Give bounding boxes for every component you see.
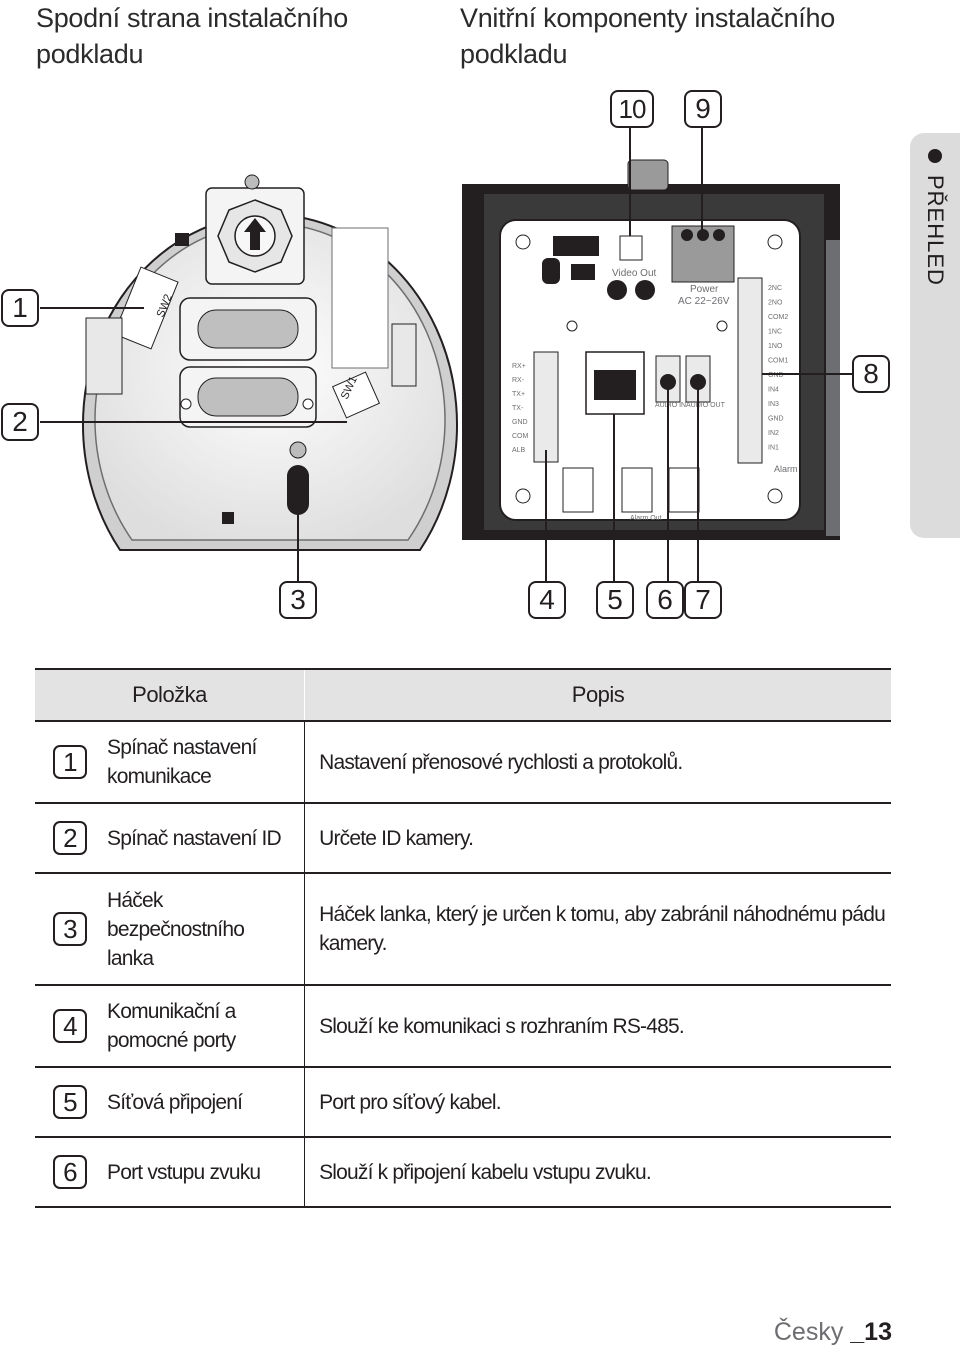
terminal-label: GND <box>512 419 528 426</box>
item-description: Slouží ke komunikaci s rozhraním RS-485. <box>304 985 891 1068</box>
callout-5: 5 <box>596 581 634 619</box>
page-number: _13 <box>850 1318 892 1346</box>
mounting-base-internal <box>462 159 840 540</box>
item-description: Háček lanka, který je určen k tomu, aby … <box>304 873 891 986</box>
table-row: 4 Komunikační a pomocné porty Slouží ke k… <box>35 985 891 1068</box>
callout-6: 6 <box>646 581 684 619</box>
terminal-label: 2NC <box>768 285 782 292</box>
heading-bottom-side: Spodní strana instalačního podkladu <box>36 3 348 69</box>
terminal-label: COM1 <box>768 358 788 365</box>
callout-10: 10 <box>610 90 654 128</box>
item-label: Háček bezpečnostního lanka <box>107 888 245 970</box>
terminal-label: 1NO <box>768 343 783 350</box>
audio-in-label: AUDIO IN <box>655 402 686 409</box>
table-row: 1 Spínač nastavení komunikace Nastavení p… <box>35 721 891 804</box>
footer-language: Česky <box>773 1318 844 1346</box>
callout-8: 8 <box>852 355 890 393</box>
terminal-label: RX- <box>512 377 525 384</box>
callout-9: 9 <box>684 90 722 128</box>
item-label: Spínač nastavení ID <box>107 826 282 850</box>
terminal-label: IN2 <box>768 430 779 437</box>
callout-2: 2 <box>1 403 39 441</box>
bullet-icon <box>928 149 942 163</box>
terminal-label: IN4 <box>768 387 779 394</box>
item-description: Port pro síťový kabel. <box>304 1067 891 1138</box>
callout-leader-lines <box>40 128 852 582</box>
audio-out-label: AUDIO OUT <box>686 402 726 409</box>
table-row: 3 Háček bezpečnostního lanka Háček lanka,… <box>35 873 891 986</box>
page-footer: Česky _13 <box>774 1318 892 1347</box>
callout-7: 7 <box>684 581 722 619</box>
callout-1: 1 <box>1 289 39 327</box>
alarm-label: Alarm <box>774 464 798 474</box>
item-label: Síťová připojení <box>107 1090 243 1114</box>
section-tab: PŘEHLED <box>910 133 960 538</box>
item-label: Port vstupu zvuku <box>107 1160 261 1184</box>
item-number: 1 <box>53 745 87 779</box>
item-description: Nastavení přenosové rychlosti a protokol… <box>304 721 891 804</box>
components-table: Položka Popis 1 Spínač nastavení komunika… <box>35 668 891 1208</box>
alarm-out-label: Alarm Out <box>630 515 662 522</box>
mounting-base-bottom <box>82 174 458 551</box>
terminal-label: 1NC <box>768 329 782 336</box>
terminal-labels-left: RX+ RX- TX+ TX- GND COM ALB <box>512 363 529 454</box>
table-row: 6 Port vstupu zvuku Slouží k připojení ka… <box>35 1137 891 1208</box>
terminal-label: IN1 <box>768 445 779 452</box>
terminal-label: IN3 <box>768 401 779 408</box>
callout-3: 3 <box>279 581 317 619</box>
terminal-label: TX+ <box>512 391 525 398</box>
callout-4: 4 <box>528 581 566 619</box>
item-number: 4 <box>53 1009 87 1043</box>
terminal-label: COM <box>512 433 529 440</box>
item-label: Spínač nastavení komunikace <box>107 736 257 788</box>
product-illustration: SW2 SW1 Video Out Power <box>40 128 852 582</box>
terminal-label: GND <box>768 416 784 423</box>
terminal-label: GND <box>768 372 784 379</box>
power-label: Power <box>690 284 719 295</box>
item-number: 2 <box>53 821 87 855</box>
terminal-label: 2NO <box>768 300 783 307</box>
header-description: Popis <box>304 668 891 722</box>
terminal-label: COM2 <box>768 314 788 321</box>
terminal-label: RX+ <box>512 363 526 370</box>
terminal-label: TX- <box>512 405 524 412</box>
item-description: Určete ID kamery. <box>304 803 891 874</box>
heading-internal-components: Vnitřní komponenty instalačního podkladu <box>460 3 835 69</box>
header-item: Položka <box>35 668 306 722</box>
table-row: 2 Spínač nastavení ID Určete ID kamery. <box>35 803 891 874</box>
item-number: 6 <box>53 1155 87 1189</box>
terminal-label: ALB <box>512 447 526 454</box>
section-tab-label: PŘEHLED <box>923 175 948 286</box>
table-row: 5 Síťová připojení Port pro síťový kabel. <box>35 1067 891 1138</box>
item-number: 3 <box>53 912 87 946</box>
item-number: 5 <box>53 1085 87 1119</box>
video-out-label: Video Out <box>612 268 657 279</box>
item-description: Slouží k připojení kabelu vstupu zvuku. <box>304 1137 891 1208</box>
item-label: Komunikační a pomocné porty <box>107 1000 236 1052</box>
power-spec-label: AC 22~26V <box>678 296 730 307</box>
